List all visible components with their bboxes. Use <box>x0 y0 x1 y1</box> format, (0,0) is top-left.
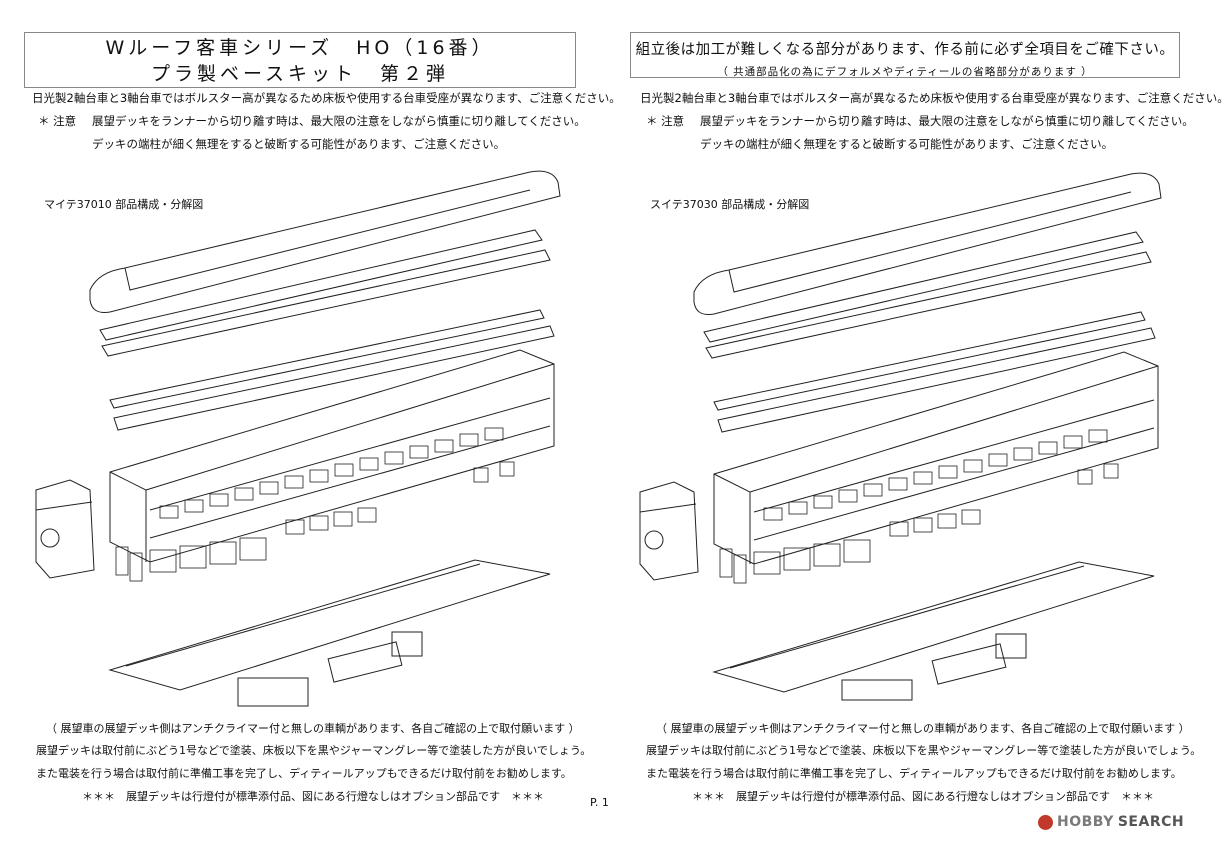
right-caution-text: 展望デッキをランナーから切り離す時は、最大限の注意をしながら慎重に切り離してくだ… <box>700 114 1194 128</box>
right-caution-label: ＊ 注意 <box>646 114 685 128</box>
left-caution-text: 展望デッキをランナーから切り離す時は、最大限の注意をしながら慎重に切り離してくだ… <box>92 114 586 128</box>
left-caution-label: ＊ 注意 <box>38 114 77 128</box>
left-exploded-diagram <box>35 170 561 707</box>
left-title-box: Wルーフ客車シリーズ HO（16番） プラ製ベースキット 第２弾 <box>24 32 576 88</box>
left-note-bolster: 日光製2軸台車と3軸台車ではボルスター高が異なるため床板や使用する台車受座が異な… <box>32 91 621 105</box>
left-bottom-note2: 展望デッキは取付前にぶどう1号などで塗装、床板以下を黒やジャーマングレー等で塗装… <box>36 744 592 757</box>
watermark-brand: HOBBY <box>1057 814 1114 830</box>
right-bottom-note2: 展望デッキは取付前にぶどう1号などで塗装、床板以下を黒やジャーマングレー等で塗装… <box>646 744 1202 757</box>
right-exploded-diagram <box>639 172 1162 701</box>
hobby-search-logo-icon <box>1038 814 1053 830</box>
right-note-bolster: 日光製2軸台車と3軸台車ではボルスター高が異なるため床板や使用する台車受座が異な… <box>640 91 1229 105</box>
right-warning-box: 組立後は加工が難しくなる部分があります、作る前に必ず全項目をご確下さい。 （ 共… <box>630 32 1180 78</box>
right-diagram-caption: スイテ37030 部品構成・分解図 <box>650 198 810 211</box>
hobby-search-watermark: HOBBY SEARCH <box>1038 814 1184 830</box>
left-bottom-note4: ＊＊＊ 展望デッキは行燈付が標準添付品、図にある行燈なしはオプション部品です ＊… <box>82 790 544 803</box>
watermark-suffix: SEARCH <box>1117 814 1185 830</box>
page-number: P. 1 <box>590 796 609 809</box>
right-bottom-note3: また電装を行う場合は取付前に準備工事を完了し、ディティールアップもできるだけ取付… <box>646 767 1182 780</box>
right-warning-main: 組立後は加工が難しくなる部分があります、作る前に必ず全項目をご確下さい。 <box>635 42 1175 58</box>
left-bottom-note1: （ 展望車の展望デッキ側はアンチクライマー付と無しの車輌があります、各自ご確認の… <box>46 722 580 735</box>
left-note-fragile: デッキの端柱が細く無理をすると破断する可能性があります、ご注意ください。 <box>92 137 506 151</box>
right-bottom-note1: （ 展望車の展望デッキ側はアンチクライマー付と無しの車輌があります、各自ご確認の… <box>656 722 1190 735</box>
right-warning-sub: （ 共通部品化の為にデフォルメやディティールの省略部分があります ） <box>717 66 1093 78</box>
left-diagram-caption: マイテ37010 部品構成・分解図 <box>44 198 204 211</box>
left-title-line2: プラ製ベースキット 第２弾 <box>150 63 450 85</box>
right-bottom-note4: ＊＊＊ 展望デッキは行燈付が標準添付品、図にある行燈なしはオプション部品です ＊… <box>692 790 1154 803</box>
left-bottom-note3: また電装を行う場合は取付前に準備工事を完了し、ディティールアップもできるだけ取付… <box>36 767 572 780</box>
right-note-fragile: デッキの端柱が細く無理をすると破断する可能性があります、ご注意ください。 <box>700 137 1114 151</box>
left-title-line1: Wルーフ客車シリーズ HO（16番） <box>105 37 495 59</box>
